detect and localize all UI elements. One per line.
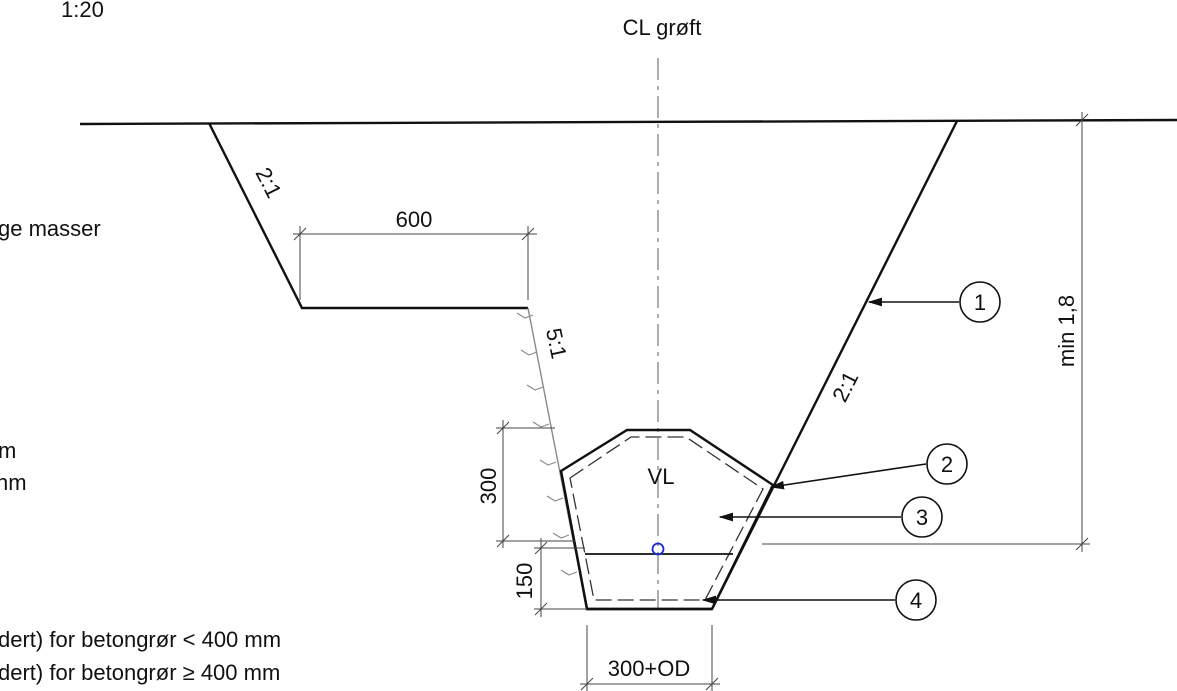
dim-bed-height-label: 300: [476, 468, 501, 505]
note-betong-small: dert) for betongrør < 400 mm: [0, 627, 281, 652]
note-masser: ge masser: [0, 216, 101, 241]
dim-bench-width-label: 600: [396, 207, 433, 232]
centerline-label: CL grøft: [623, 15, 702, 40]
slope-hatching: [516, 312, 578, 576]
dim-bottom-layer: [534, 538, 587, 617]
callout-3-label: 3: [916, 505, 928, 530]
pipe-marker-icon: [651, 542, 665, 556]
dim-depth-label: min 1,8: [1054, 295, 1079, 367]
callout-4-circle: [895, 579, 937, 621]
dim-bottom-width-label: 300+OD: [608, 656, 691, 681]
scale-label: 1:20: [61, 0, 104, 22]
callout-3-circle: [901, 496, 943, 538]
note-betong-large: dert) for betongrør ≥ 400 mm: [0, 660, 280, 685]
callout-4-label: 4: [910, 588, 922, 613]
ground-line: [79, 118, 1177, 126]
dim-bottom-layer-label: 150: [512, 563, 537, 600]
dim-bench-width: [293, 226, 537, 300]
slope-label-left-upper: 2:1: [251, 163, 287, 202]
note-m: m: [0, 438, 16, 463]
dim-depth: [762, 112, 1090, 552]
pipe-bed-outline: [559, 428, 775, 611]
left-slope-and-bench: [207, 122, 528, 310]
slope-label-left-lower: 5:1: [541, 326, 572, 361]
callout-1-circle: [959, 281, 1001, 323]
callout-2-leader: [769, 463, 927, 490]
dim-bed-height: [496, 420, 575, 548]
pipe-label: VL: [648, 464, 675, 489]
callout-1-label: 1: [974, 290, 986, 315]
callout-2-label: 2: [941, 452, 953, 477]
pipe-bed-dashed: [569, 436, 764, 601]
slope-label-right: 2:1: [827, 367, 863, 406]
note-mm: nm: [0, 470, 27, 495]
callout-2-circle: [926, 443, 968, 485]
dim-bottom-width: [580, 625, 720, 691]
